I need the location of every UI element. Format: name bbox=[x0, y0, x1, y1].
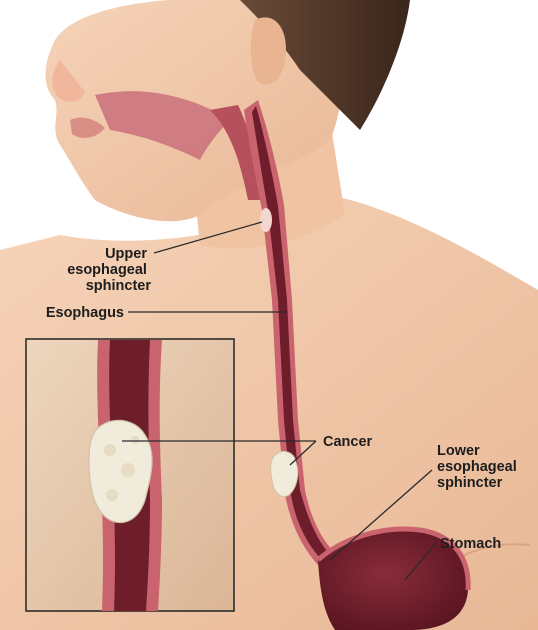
label-stomach: Stomach bbox=[440, 536, 501, 552]
label-esophagus: Esophagus bbox=[46, 305, 124, 321]
label-cancer: Cancer bbox=[323, 434, 373, 450]
upper-sphincter-marker bbox=[260, 208, 272, 232]
inset-cancer-tumor bbox=[89, 420, 152, 522]
cancer-tumor-small bbox=[271, 451, 298, 496]
inset-detail bbox=[26, 339, 234, 611]
